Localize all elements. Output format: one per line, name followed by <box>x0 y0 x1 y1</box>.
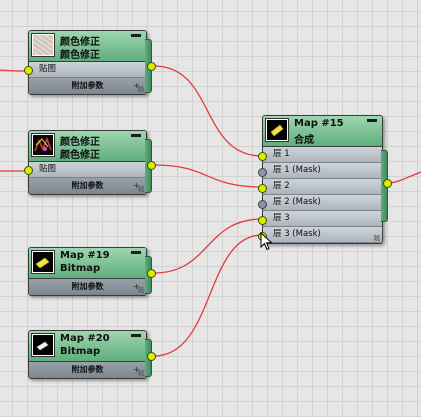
row-label: 层 3 <box>273 213 290 223</box>
row-label: 附加参数 <box>71 282 104 291</box>
row-label: 层 2 (Mask) <box>273 197 321 207</box>
extra-params-row[interactable]: 附加参数 + <box>29 362 146 378</box>
node-header[interactable]: Map #15 合成 <box>263 116 382 147</box>
extra-params-row[interactable]: 附加参数 + <box>29 279 146 295</box>
bitmap-thumbnail <box>31 250 55 274</box>
layer-row-2-mask[interactable]: 层 2 (Mask) <box>263 195 382 211</box>
output-socket[interactable] <box>147 161 156 170</box>
layer-row-1[interactable]: 层 1 <box>263 147 382 163</box>
minimize-icon[interactable] <box>367 119 377 122</box>
extra-params-row[interactable]: 附加参数 + <box>29 178 146 194</box>
input-socket-map[interactable] <box>24 166 33 175</box>
minimize-icon[interactable] <box>131 34 141 37</box>
node-subtitle: Bitmap <box>60 263 101 274</box>
minimize-icon[interactable] <box>131 334 141 337</box>
node-title: Map #15 <box>294 118 344 129</box>
wire-map19-to-layer3 <box>153 218 263 274</box>
output-socket[interactable] <box>383 179 392 188</box>
minimize-icon[interactable] <box>131 251 141 254</box>
bitmap-thumbnail <box>31 333 55 357</box>
node-header[interactable]: Map #20 Bitmap <box>29 331 146 362</box>
row-label: 附加参数 <box>71 365 104 374</box>
wire-cc1-to-layer1 <box>153 65 263 157</box>
output-socket[interactable] <box>147 62 156 71</box>
input-socket-layer-3[interactable] <box>258 216 267 225</box>
input-socket-layer-2-mask[interactable] <box>258 200 267 209</box>
wire-map20-to-layer3-mask <box>153 234 263 357</box>
node-title: 颜色修正 <box>60 37 100 48</box>
minimize-icon[interactable] <box>131 134 141 137</box>
node-title: 颜色修正 <box>60 137 100 148</box>
wire-composite-output <box>388 171 421 184</box>
node-subtitle: Bitmap <box>60 346 101 357</box>
output-socket[interactable] <box>147 269 156 278</box>
resize-grip-icon[interactable] <box>138 86 144 92</box>
input-socket-map[interactable] <box>24 66 33 75</box>
wire-cc2-to-layer2 <box>153 164 263 188</box>
layer-row-1-mask[interactable]: 层 1 (Mask) <box>263 163 382 179</box>
bitmap-thumbnail-graphic <box>35 257 50 269</box>
resize-grip-icon[interactable] <box>138 287 144 293</box>
extra-params-row[interactable]: 附加参数 + <box>29 78 146 94</box>
artwork-thumbnail-graphic <box>34 136 52 152</box>
node-header[interactable]: 颜色修正 颜色修正 <box>29 31 146 62</box>
row-label: 层 1 (Mask) <box>273 165 321 175</box>
layer-row-2[interactable]: 层 2 <box>263 179 382 195</box>
node-subtitle: 颜色修正 <box>60 50 100 61</box>
node-subtitle: 合成 <box>294 135 314 146</box>
node-title: Map #19 <box>60 250 110 261</box>
input-socket-layer-2[interactable] <box>258 184 267 193</box>
composite-node-map-15[interactable]: Map #15 合成 层 1 层 1 (Mask) 层 2 层 2 (Mask)… <box>258 115 392 244</box>
bitmap-thumbnail-graphic <box>36 341 49 351</box>
input-socket-layer-1[interactable] <box>258 152 267 161</box>
expand-icon[interactable]: + <box>133 365 140 374</box>
texture-thumbnail <box>31 33 55 57</box>
expand-icon[interactable]: + <box>133 181 140 190</box>
layer-row-3-mask[interactable]: 层 3 (Mask) <box>263 227 382 243</box>
input-row-map[interactable]: 贴图 <box>29 162 146 178</box>
expand-icon[interactable]: + <box>133 81 140 90</box>
composite-thumbnail-graphic <box>270 124 284 137</box>
bitmap-node-map-19[interactable]: Map #19 Bitmap 附加参数 + <box>28 247 156 296</box>
artwork-thumbnail <box>31 133 55 157</box>
color-correct-node-2[interactable]: 颜色修正 颜色修正 贴图 附加参数 + <box>24 130 156 195</box>
row-label: 层 1 <box>273 149 290 159</box>
color-correct-node-1[interactable]: 颜色修正 颜色修正 贴图 附加参数 + <box>24 30 156 95</box>
node-subtitle: 颜色修正 <box>60 150 100 161</box>
input-row-map[interactable]: 贴图 <box>29 62 146 78</box>
row-label: 层 3 (Mask) <box>273 229 321 239</box>
input-socket-layer-1-mask[interactable] <box>258 168 267 177</box>
resize-grip-icon[interactable] <box>138 370 144 376</box>
row-label: 贴图 <box>39 64 57 74</box>
resize-grip-icon[interactable] <box>138 186 144 192</box>
mouse-cursor-icon <box>260 232 273 251</box>
expand-icon[interactable]: + <box>133 282 140 291</box>
output-socket[interactable] <box>147 352 156 361</box>
row-label: 贴图 <box>39 164 57 174</box>
row-label: 附加参数 <box>71 181 104 190</box>
node-title: Map #20 <box>60 333 110 344</box>
row-label: 附加参数 <box>71 81 104 90</box>
bitmap-node-map-20[interactable]: Map #20 Bitmap 附加参数 + <box>28 330 156 379</box>
row-label: 层 2 <box>273 181 290 191</box>
node-header[interactable]: 颜色修正 颜色修正 <box>29 131 146 162</box>
node-header[interactable]: Map #19 Bitmap <box>29 248 146 279</box>
composite-thumbnail <box>265 118 289 142</box>
resize-grip-icon[interactable] <box>374 235 380 241</box>
layer-row-3[interactable]: 层 3 <box>263 211 382 227</box>
